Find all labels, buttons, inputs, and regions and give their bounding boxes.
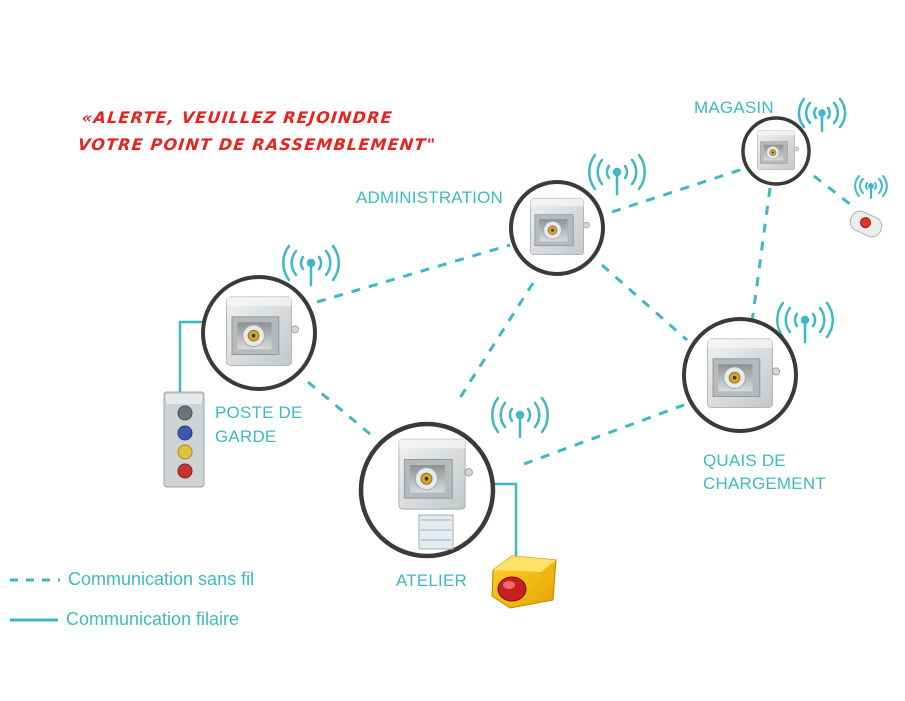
label-poste-de-garde-line1: POSTE DE [215,403,303,422]
siren-speaker-icon [226,296,300,366]
wifi-signal-icon [854,175,888,199]
node-administration [509,180,605,276]
wifi-signal-icon [588,153,646,196]
link-admin-atelier [454,282,535,405]
node-magasin [741,116,811,186]
alert-message-line1: «ALERTE, VEUILLEZ REJOINDRE [81,108,394,127]
wireless-links [307,166,856,466]
wifi-signal-icon [776,301,834,344]
node-quais-de-chargement [682,317,798,433]
link-magasin-remote [813,174,856,210]
link-poste-admin [316,243,511,304]
link-poste-atelier [307,380,371,436]
push-button-station-icon [163,391,205,488]
siren-speaker-icon [707,338,781,408]
legend-wireless-label: Communication sans fil [68,569,255,589]
wifi-signal-icon [797,97,847,133]
link-magasin-quais [750,187,772,323]
node-poste-de-garde [201,275,317,391]
label-poste-de-garde-line2: GARDE [215,427,277,446]
label-quais-line1: QUAIS DE [703,451,786,470]
wifi-signal-icons [282,97,888,439]
wifi-signal-icon [282,244,340,287]
link-admin-magasin [611,166,747,214]
alert-message-line2: VOTRE POINT DE RASSEMBLEMENT" [77,135,438,154]
node-atelier [358,421,496,559]
legend-wired-label: Communication filaire [66,609,240,629]
wire-poste-pushbutton [178,320,203,392]
link-admin-quais [601,263,688,342]
remote-control-icon [849,210,883,238]
siren-speaker-icon [757,129,800,170]
wifi-signal-icon [491,396,549,439]
emergency-stop-button-icon [491,555,557,609]
siren-speaker-icon [398,438,473,510]
label-magasin: MAGASIN [694,98,774,117]
label-administration: ADMINISTRATION [356,188,503,207]
label-quais-line2: CHARGEMENT [703,474,826,493]
label-atelier: ATELIER [396,571,467,590]
siren-speaker-icon [529,198,590,256]
